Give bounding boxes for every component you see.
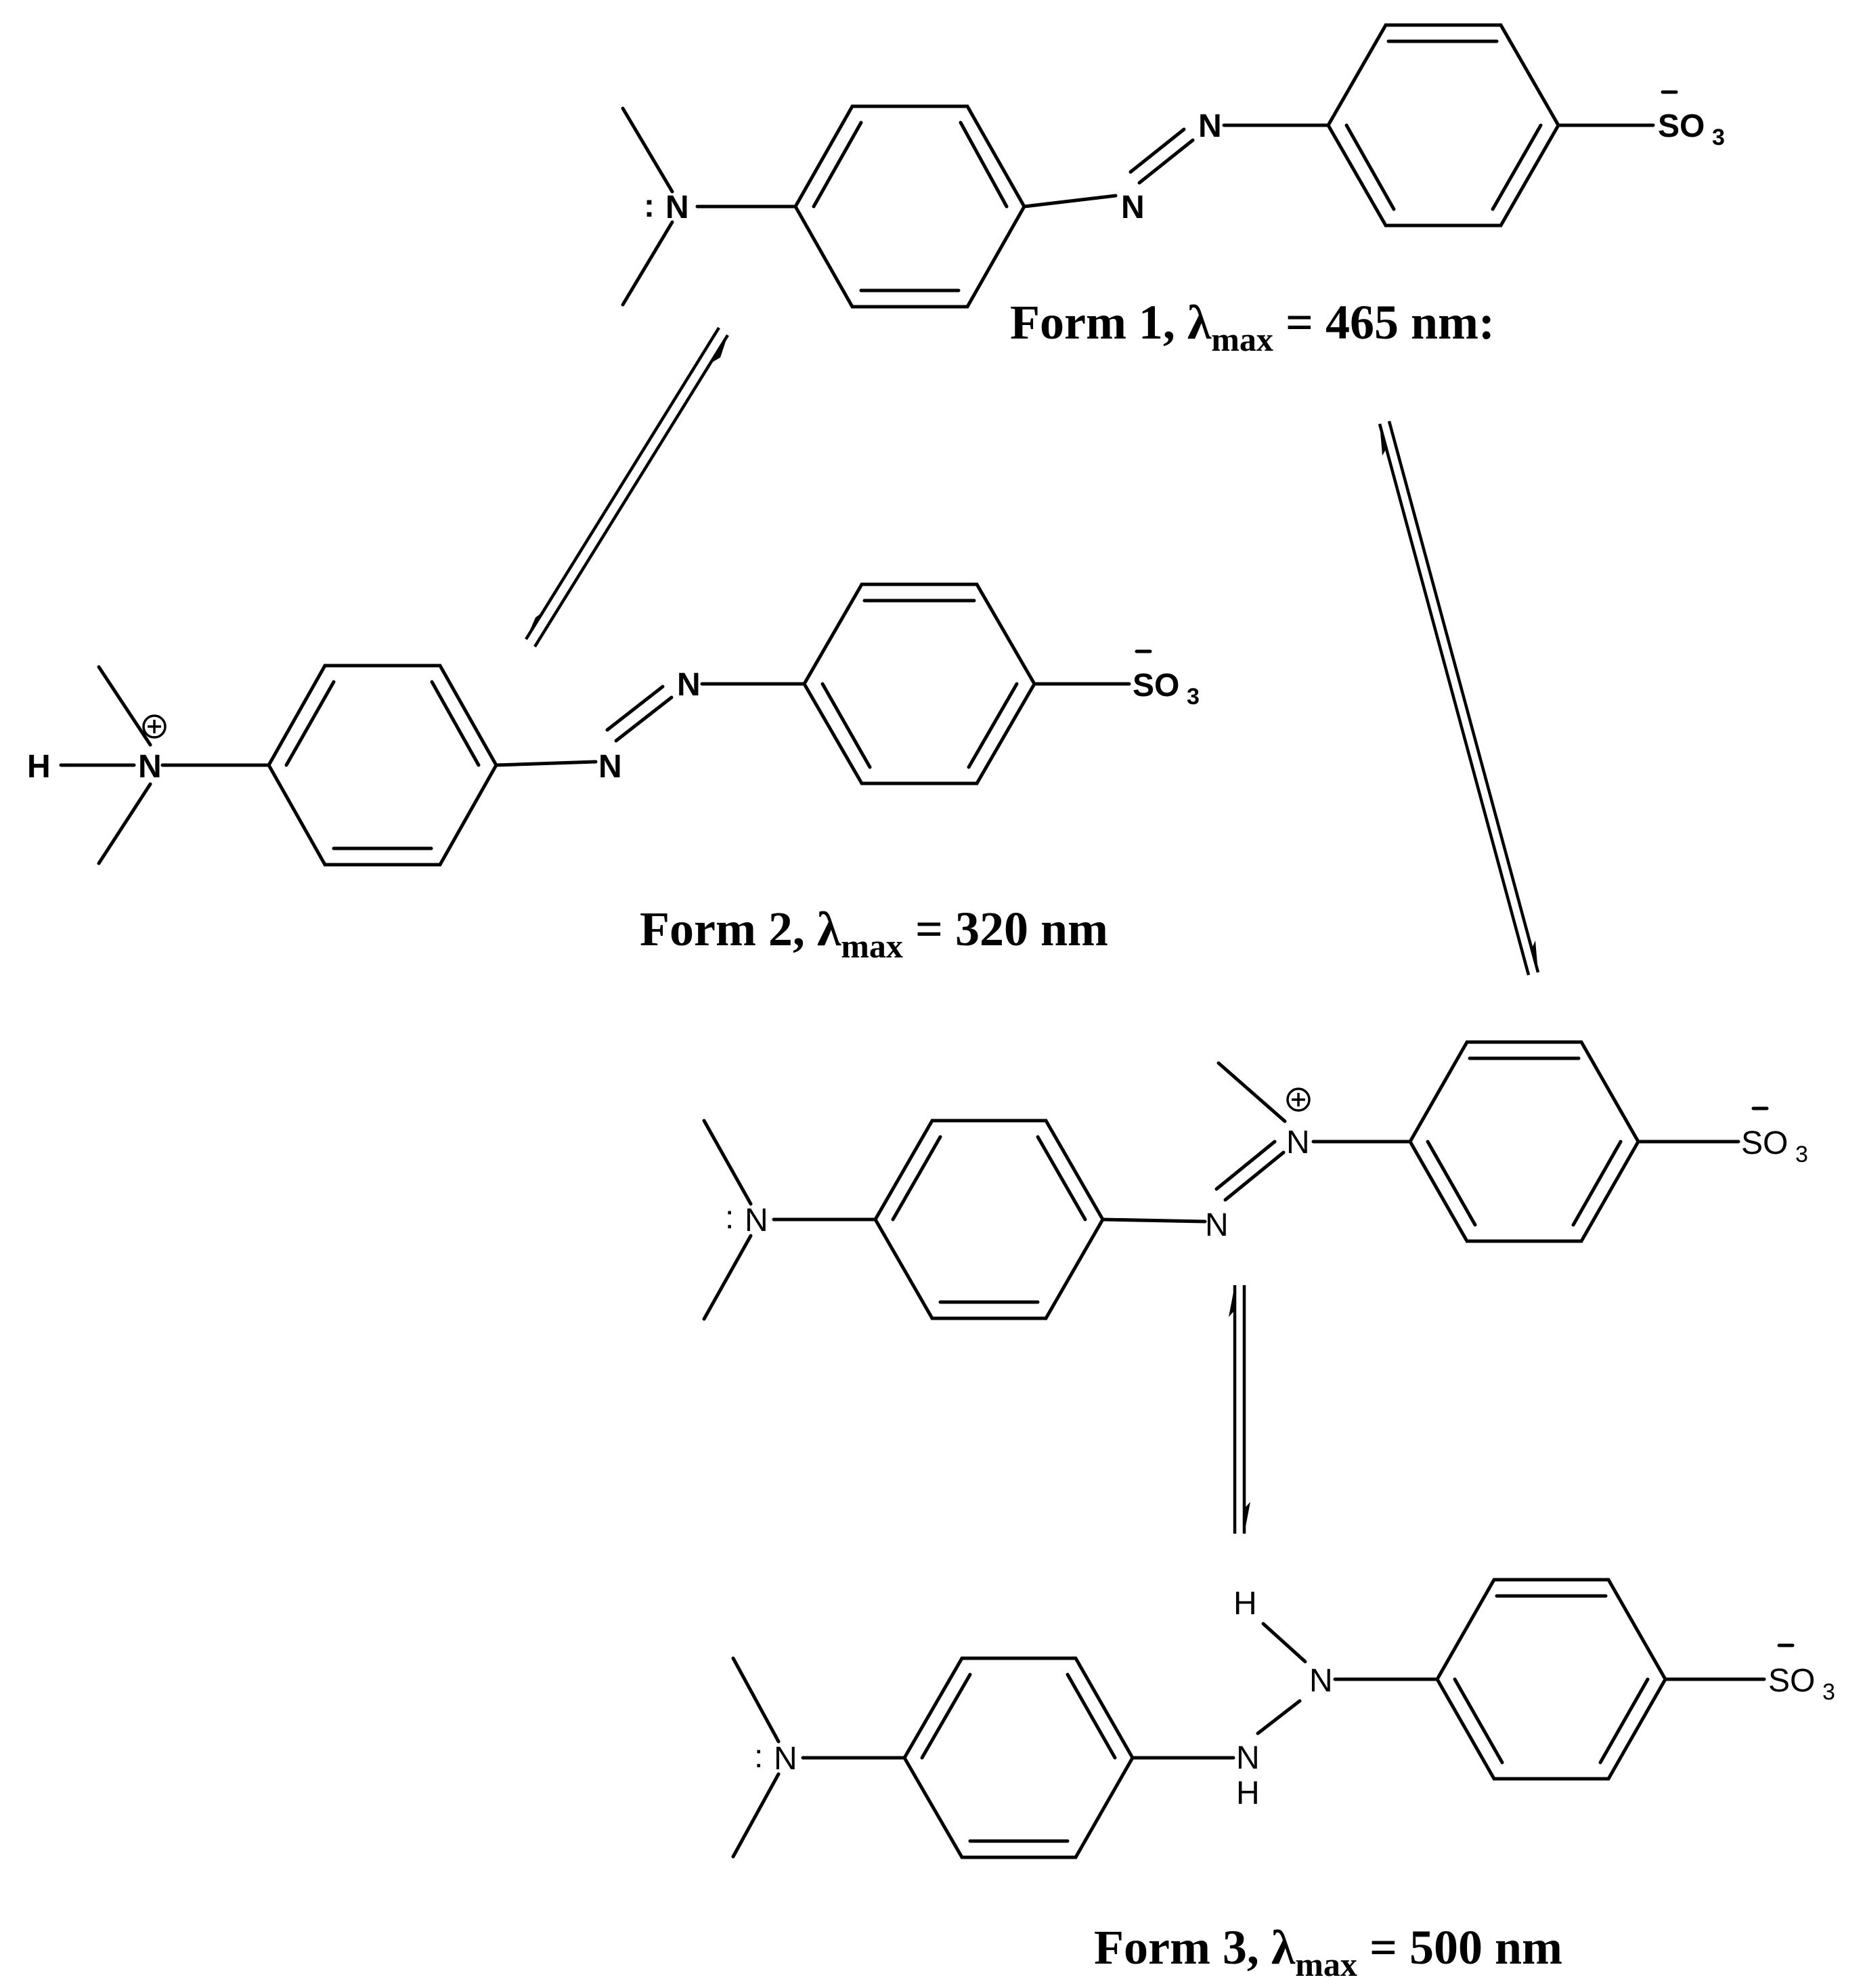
sulfonate-group: SO	[1768, 1663, 1815, 1699]
equilibrium-arrow-form1-form2	[525, 326, 729, 648]
sulfonate-group: SO	[1741, 1125, 1788, 1161]
sulfonate-subscript: 3	[1822, 1679, 1835, 1705]
lone-pair: :	[725, 1200, 734, 1236]
positive-charge	[1286, 1087, 1311, 1112]
ammonium-hydrogen: H	[27, 749, 51, 785]
positive-charge	[142, 714, 167, 739]
azo-nitrogen-2: N	[1198, 108, 1222, 144]
hydrazine-nitrogen-2: N	[1309, 1663, 1333, 1699]
form3-caption: Form 3, λmax = 500 nm	[1094, 1920, 1562, 1983]
amine-nitrogen: N	[665, 190, 689, 225]
form3-hydrazone-structure: : N N H N H SO 3	[731, 1578, 1835, 1859]
equilibrium-arrow-form1-form3	[1378, 420, 1540, 976]
sulfonate-group: SO	[1133, 668, 1179, 704]
form2-caption: Form 2, λmax = 320 nm	[640, 902, 1108, 965]
hydrazine-hydrogen-1: H	[1236, 1775, 1260, 1811]
sulfonate-group: SO	[1658, 108, 1705, 144]
form1-caption: Form 1, λmax = 465 nm:	[1010, 295, 1495, 358]
azonium-nitrogen: N	[1286, 1125, 1310, 1161]
azo-nitrogen-1: N	[598, 749, 622, 785]
form2-structure: H N N N SO 3	[27, 582, 1200, 867]
equilibrium-arrow-form3-tautomer	[1229, 1285, 1250, 1534]
amine-nitrogen: N	[774, 1741, 797, 1777]
sulfonate-subscript: 3	[1795, 1142, 1808, 1167]
lone-pair: :	[754, 1739, 763, 1775]
azo-nitrogen-1: N	[1121, 190, 1145, 225]
ammonium-nitrogen: N	[138, 749, 162, 785]
lone-pair: :	[644, 188, 655, 224]
hydrazine-hydrogen-2: H	[1233, 1586, 1257, 1622]
amine-nitrogen: N	[745, 1203, 768, 1238]
hydrazine-nitrogen-1: N	[1236, 1740, 1260, 1776]
form3-azonium-structure: : N N N SO 3	[702, 1040, 1808, 1321]
form1-structure: : N N N SO 3	[621, 23, 1725, 309]
azo-nitrogen-1: N	[1205, 1207, 1229, 1243]
sulfonate-subscript: 3	[1712, 125, 1725, 150]
sulfonate-subscript: 3	[1187, 684, 1200, 710]
azo-nitrogen-2: N	[677, 667, 701, 703]
